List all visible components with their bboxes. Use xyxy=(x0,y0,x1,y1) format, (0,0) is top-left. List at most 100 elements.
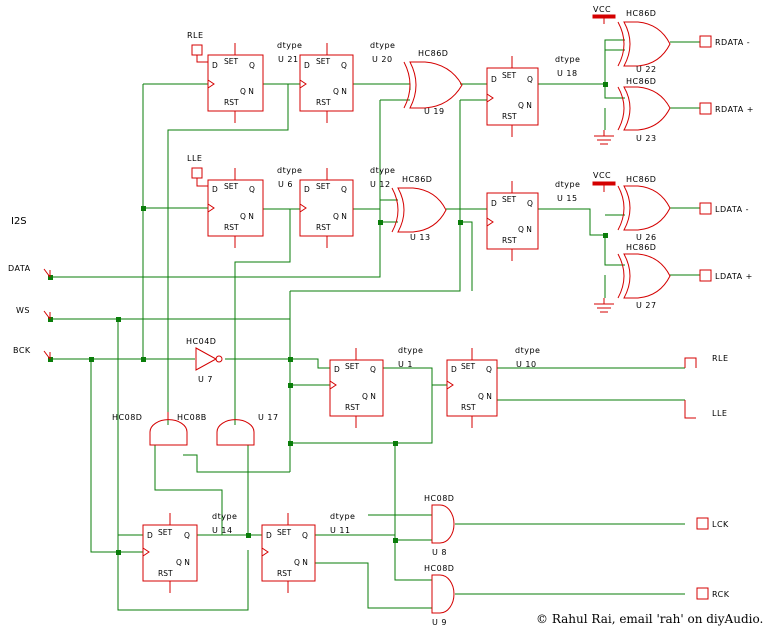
local-port-rle: RLE xyxy=(187,31,208,63)
inv-ref: U 7 xyxy=(198,375,213,384)
pin-rst: RST xyxy=(277,569,292,578)
port-label: LLE xyxy=(187,154,202,163)
flipflop-u10: D SET Q Q N RST dtype U 10 xyxy=(446,346,540,428)
xor-ref: U 23 xyxy=(636,134,657,143)
vcc-label: VCC xyxy=(593,5,611,14)
and-part: HC08D xyxy=(424,494,454,503)
input-connectors: I2S DATA WS BCK xyxy=(8,216,51,360)
pin-set: SET xyxy=(502,71,516,80)
pin-rst: RST xyxy=(316,98,331,107)
output-port-lck: LCK xyxy=(696,517,729,530)
input-data-label: DATA xyxy=(8,264,31,273)
pin-d: D xyxy=(212,61,218,70)
xor-gate-u13: HC86D U 13 xyxy=(391,175,447,242)
pin-qn: Q N xyxy=(518,225,532,234)
ff-type: dtype xyxy=(277,166,302,175)
ff-type: dtype xyxy=(555,55,580,64)
pin-set: SET xyxy=(502,195,516,204)
output-label: RDATA - xyxy=(715,38,750,47)
pin-qn: Q N xyxy=(478,392,492,401)
output-port-rdata-plus: RDATA + xyxy=(699,102,754,115)
pin-rst: RST xyxy=(224,98,239,107)
output-label: RDATA + xyxy=(715,105,754,114)
pin-q: Q xyxy=(527,199,533,208)
pin-d: D xyxy=(304,61,310,70)
pin-set: SET xyxy=(345,362,359,371)
output-label: LCK xyxy=(712,520,729,529)
output-label: RCK xyxy=(712,590,730,599)
ff-ref: U 14 xyxy=(212,526,233,535)
xor-part: HC86D xyxy=(626,77,656,86)
ff-type: dtype xyxy=(555,180,580,189)
output-label: LDATA + xyxy=(715,272,753,281)
output-port-rck: RCK xyxy=(696,587,730,600)
output-label: LDATA - xyxy=(715,205,749,214)
xor-part: HC86D xyxy=(418,49,448,58)
vcc-symbol-mid: VCC xyxy=(592,171,616,192)
pin-qn: Q N xyxy=(333,212,347,221)
and-ref: U 8 xyxy=(432,548,447,557)
local-port-lle: LLE xyxy=(187,154,208,187)
xor-ref: U 22 xyxy=(636,65,657,74)
pin-q: Q xyxy=(341,185,347,194)
junction-dots xyxy=(48,82,608,555)
pin-set: SET xyxy=(224,57,238,66)
pin-set: SET xyxy=(158,528,172,537)
and-gate-u17: HC08B U 17 xyxy=(177,413,278,446)
ff-ref: U 20 xyxy=(372,55,393,64)
flipflop-u11: D SET Q Q N RST dtype U 11 xyxy=(261,512,355,593)
pin-rst: RST xyxy=(461,403,476,412)
ff-ref: U 15 xyxy=(557,194,578,203)
xor-part: HC86D xyxy=(626,9,656,18)
wires xyxy=(50,39,700,611)
pin-set: SET xyxy=(316,182,330,191)
vcc-symbol-top: VCC xyxy=(592,5,616,24)
xor-gate-u19: HC86D U 19 xyxy=(403,49,463,116)
flipflop-u15: D SET Q Q N RST dtype U 15 xyxy=(486,180,580,261)
i2s-label: I2S xyxy=(11,216,27,227)
ground-symbol-mid xyxy=(594,298,614,313)
xor-ref: U 19 xyxy=(424,107,445,116)
input-bck-label: BCK xyxy=(13,346,31,355)
pin-qn: Q N xyxy=(240,212,254,221)
ff-type: dtype xyxy=(398,346,423,355)
pin-rst: RST xyxy=(158,569,173,578)
pin-set: SET xyxy=(277,528,291,537)
pin-d: D xyxy=(451,365,457,374)
pin-d: D xyxy=(491,199,497,208)
vcc-label: VCC xyxy=(593,171,611,180)
port-label: RLE xyxy=(187,31,204,40)
ff-ref: U 21 xyxy=(278,55,299,64)
pin-rst: RST xyxy=(502,236,517,245)
pin-qn: Q N xyxy=(240,87,254,96)
flipflop-u6: D SET Q Q N RST dtype U 6 xyxy=(207,166,302,248)
pin-qn: Q N xyxy=(362,392,376,401)
xor-part: HC86D xyxy=(402,175,432,184)
ff-type: dtype xyxy=(370,166,395,175)
pin-set: SET xyxy=(224,182,238,191)
ff-ref: U 12 xyxy=(370,180,391,189)
pin-qn: Q N xyxy=(294,558,308,567)
ff-ref: U 10 xyxy=(516,360,537,369)
output-port-rdata-minus: RDATA - xyxy=(699,35,750,48)
pin-d: D xyxy=(491,75,497,84)
xor-part: HC86D xyxy=(626,175,656,184)
and-gate-u8: HC08D U 8 xyxy=(424,494,455,557)
author-credit: © Rahul Rai, email 'rah' on diyAudio. xyxy=(536,612,764,626)
ff-type: dtype xyxy=(370,41,395,50)
output-port-rle: RLE xyxy=(684,354,728,368)
ff-type: dtype xyxy=(212,512,237,521)
xor-gate-u26: HC86D U 26 xyxy=(617,175,671,242)
pin-rst: RST xyxy=(345,403,360,412)
pin-q: Q xyxy=(486,365,492,374)
input-ws-label: WS xyxy=(16,306,30,315)
xor-gate-u27: HC86D U 27 xyxy=(617,243,671,310)
and-gate-left: HC08D xyxy=(112,412,188,446)
xor-part: HC86D xyxy=(626,243,656,252)
output-port-ldata-minus: LDATA - xyxy=(699,202,749,215)
inverter-u7: HC04D U 7 xyxy=(186,337,223,384)
pin-rst: RST xyxy=(224,223,239,232)
and-part: HC08D xyxy=(424,564,454,573)
ff-ref: U 6 xyxy=(278,180,293,189)
pin-q: Q xyxy=(370,365,376,374)
